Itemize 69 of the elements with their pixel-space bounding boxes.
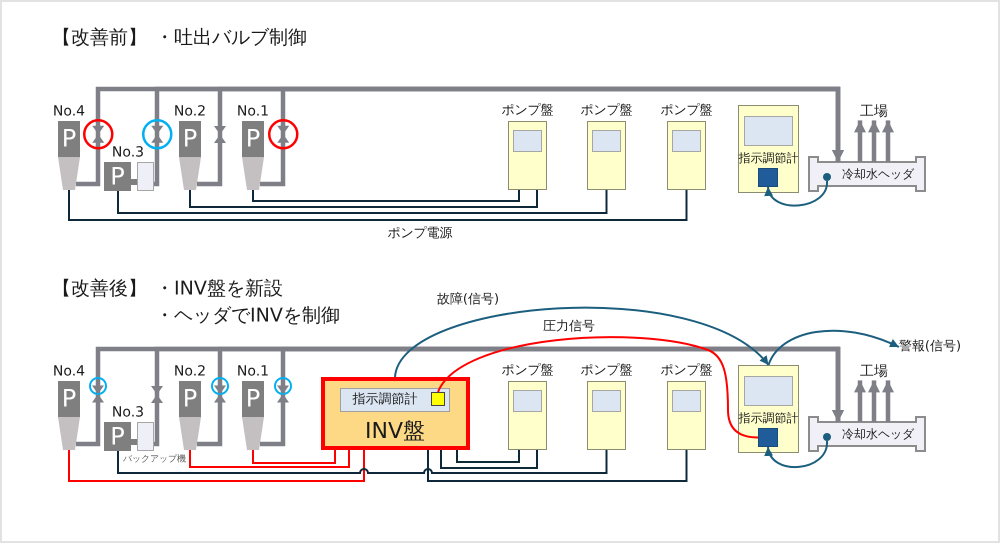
flow-arrow — [854, 120, 866, 162]
bullet-text: ・吐出バルブ制御 — [155, 26, 307, 50]
panel-title: INV盤 — [365, 418, 425, 446]
panel-label: ポンプ盤 — [660, 363, 712, 379]
header-pipe — [808, 416, 926, 452]
cable — [427, 450, 688, 482]
wire-label: ポンプ電源 — [388, 226, 452, 242]
header-label: 冷却水ヘッダ — [842, 426, 914, 442]
pump-letter: P — [182, 384, 198, 414]
signal-arrow — [766, 440, 828, 468]
pump-number: No.3 — [112, 144, 144, 162]
flow-arrow — [882, 380, 894, 422]
header-label: 冷却水ヘッダ — [842, 166, 914, 182]
panel-label: ポンプ盤 — [502, 103, 554, 119]
cable — [456, 450, 520, 463]
flow-arrow — [868, 120, 880, 162]
terminal-square — [758, 428, 778, 447]
pump-number: No.1 — [236, 364, 270, 380]
pump-letter: P — [246, 384, 260, 414]
panel-label: ポンプ盤 — [580, 363, 632, 379]
controller-label: 指示調節計 — [352, 392, 418, 408]
terminal-square — [431, 392, 445, 406]
pump-number: No.4 — [52, 104, 86, 120]
pump-number: No.3 — [112, 404, 144, 422]
pump-number: No.1 — [236, 104, 270, 120]
destination-label: 工場 — [860, 364, 888, 380]
header-pipe — [808, 156, 926, 192]
signal-arrow — [766, 180, 828, 206]
cable — [68, 190, 688, 221]
pump-letter: P — [62, 384, 76, 414]
terminal-square — [758, 168, 778, 187]
controller-panel — [738, 105, 799, 193]
cable — [252, 190, 520, 202]
section-heading: 【改善前】 — [52, 26, 147, 50]
controller-panel — [738, 365, 799, 453]
note-text: バックアップ機 — [123, 454, 186, 466]
signal-arrow — [768, 330, 900, 366]
cable — [117, 450, 608, 474]
controller-label: 指示調節計 — [738, 410, 798, 426]
pump-letter: P — [62, 124, 76, 154]
flow-arrow — [882, 120, 894, 162]
pump-letter: P — [246, 124, 260, 154]
flow-arrow — [868, 380, 880, 422]
section-heading: 【改善後】 — [52, 278, 147, 300]
cable — [189, 450, 350, 468]
cable — [117, 190, 608, 214]
flow-arrow — [854, 380, 866, 422]
signal-arrow — [394, 306, 770, 378]
panel-label: ポンプ盤 — [580, 103, 632, 119]
controller-box — [340, 388, 450, 412]
alarm-label: 警報(信号) — [898, 339, 962, 355]
cable — [440, 450, 538, 469]
pump-letter: P — [110, 162, 125, 191]
pump-number: No.2 — [174, 104, 206, 120]
pump-number: No.4 — [52, 364, 86, 380]
panel-label: ポンプ盤 — [660, 103, 712, 119]
pump-letter: P — [110, 422, 125, 451]
controller-label: 指示調節計 — [738, 150, 798, 166]
cable — [68, 450, 365, 482]
bullet-text: ・ヘッダでINVを制御 — [155, 304, 340, 328]
pump-letter: P — [182, 124, 198, 154]
destination-label: 工場 — [860, 104, 888, 120]
panel-label: ポンプ盤 — [502, 363, 554, 379]
bullet-text: ・INV盤を新設 — [155, 278, 283, 300]
cable — [189, 190, 538, 208]
cable — [252, 450, 336, 464]
inverter-panel — [321, 377, 470, 450]
edge-label: 圧力信号 — [541, 319, 597, 335]
pump-number: No.2 — [174, 364, 206, 380]
